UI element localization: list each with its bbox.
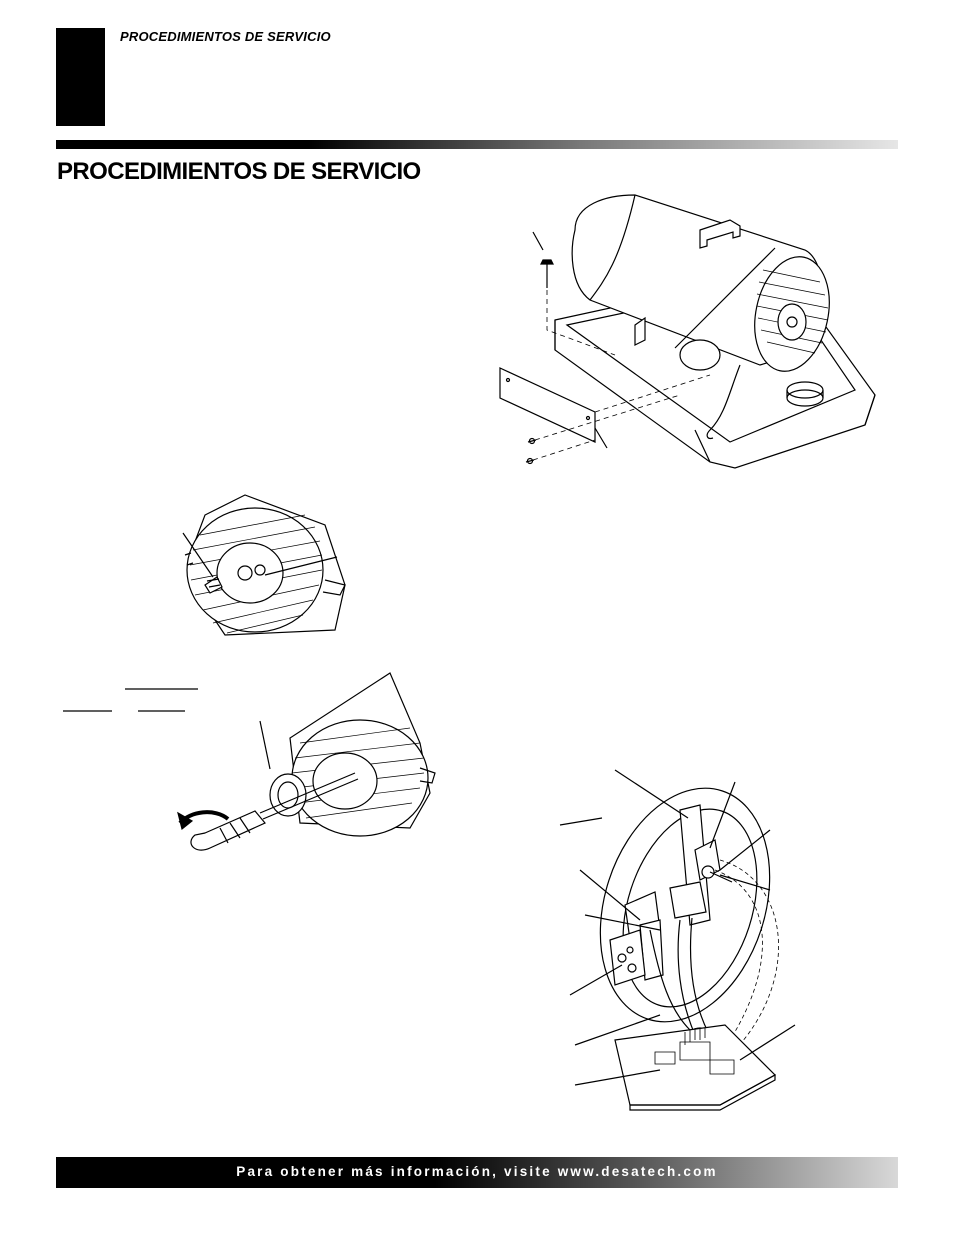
header-rule: [56, 140, 898, 149]
section-title: PROCEDIMIENTOS DE SERVICIO: [57, 158, 421, 185]
screwdriver-figure: [60, 673, 440, 863]
grille-nozzle-figure: [165, 495, 355, 645]
footer-bar: Para obtener más información, visite www…: [56, 1157, 898, 1188]
heater-side-panel-figure: [495, 190, 880, 480]
footer-website-text: Para obtener más información, visite www…: [236, 1164, 718, 1179]
control-board-figure: [560, 770, 800, 1115]
section-tab-marker: [56, 28, 105, 126]
running-head: PROCEDIMIENTOS DE SERVICIO: [120, 29, 331, 44]
